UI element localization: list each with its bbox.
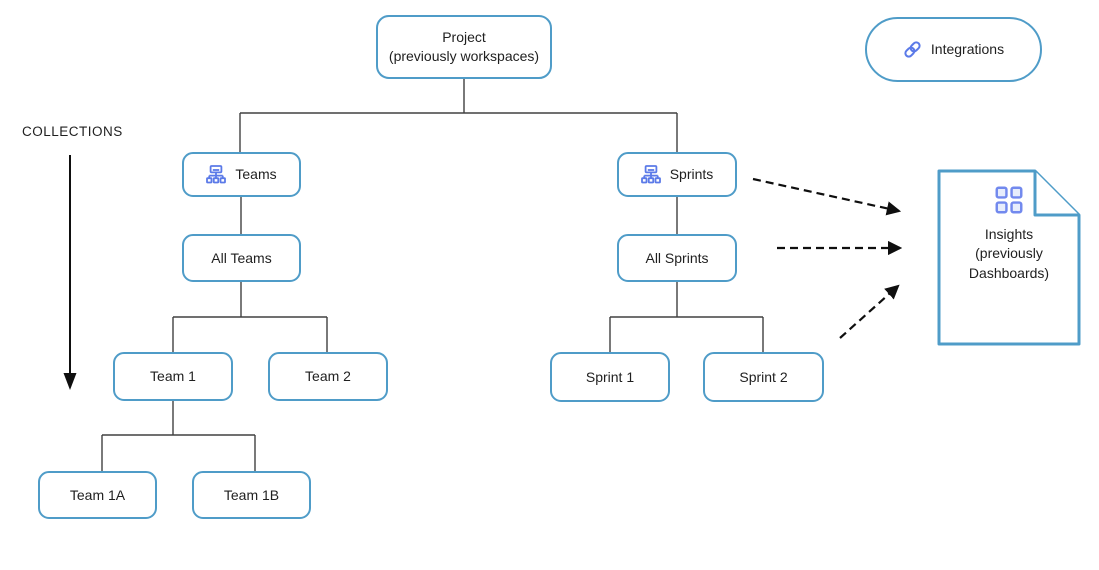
sprint-1-label: Sprint 1 — [585, 368, 635, 385]
all-sprints-label: All Sprints — [645, 249, 709, 266]
node-project: Project (previously workspaces) — [376, 15, 552, 79]
org-hierarchy-icon — [206, 165, 227, 184]
arrow-sprints-to-insights — [752, 177, 902, 216]
all-teams-label: All Teams — [211, 249, 272, 266]
dashed-arrows — [752, 177, 903, 339]
team-1a-label: Team 1A — [69, 486, 126, 503]
sprint-2-label: Sprint 2 — [739, 368, 788, 385]
insights-label-line2: (previously — [975, 245, 1043, 262]
link-icon — [904, 41, 921, 58]
node-team-1: Team 1 — [113, 352, 233, 401]
team-1-label: Team 1 — [150, 368, 196, 385]
insights-document-shape — [937, 169, 1081, 346]
node-all-sprints: All Sprints — [617, 234, 737, 282]
node-sprints: Sprints — [617, 152, 737, 197]
node-team-1b: Team 1B — [192, 471, 311, 519]
insights-label-line3: Dashboards) — [968, 264, 1050, 281]
collections-arrow — [63, 155, 77, 390]
tree-connectors — [101, 79, 764, 471]
arrow-sprint2-to-insights — [839, 284, 900, 339]
team-1b-label: Team 1B — [223, 486, 280, 503]
node-insights: Insights (previously Dashboards) — [939, 186, 1079, 336]
integrations-label: Integrations — [930, 41, 1005, 58]
sprints-label: Sprints — [669, 166, 714, 183]
node-integrations: Integrations — [865, 17, 1042, 82]
dashboard-grid-icon — [995, 186, 1023, 214]
node-all-teams: All Teams — [182, 234, 301, 282]
project-label-line2: (previously workspaces) — [388, 48, 540, 64]
node-sprint-1: Sprint 1 — [550, 352, 670, 402]
insights-label-line1: Insights — [984, 226, 1034, 242]
node-teams: Teams — [182, 152, 301, 197]
project-label-line1: Project — [442, 29, 486, 46]
org-hierarchy-icon — [640, 165, 661, 184]
collections-label: COLLECTIONS — [22, 124, 123, 139]
node-sprint-2: Sprint 2 — [703, 352, 824, 402]
node-team-2: Team 2 — [268, 352, 388, 401]
teams-label: Teams — [235, 166, 277, 183]
node-team-1a: Team 1A — [38, 471, 157, 519]
team-2-label: Team 2 — [305, 368, 351, 385]
